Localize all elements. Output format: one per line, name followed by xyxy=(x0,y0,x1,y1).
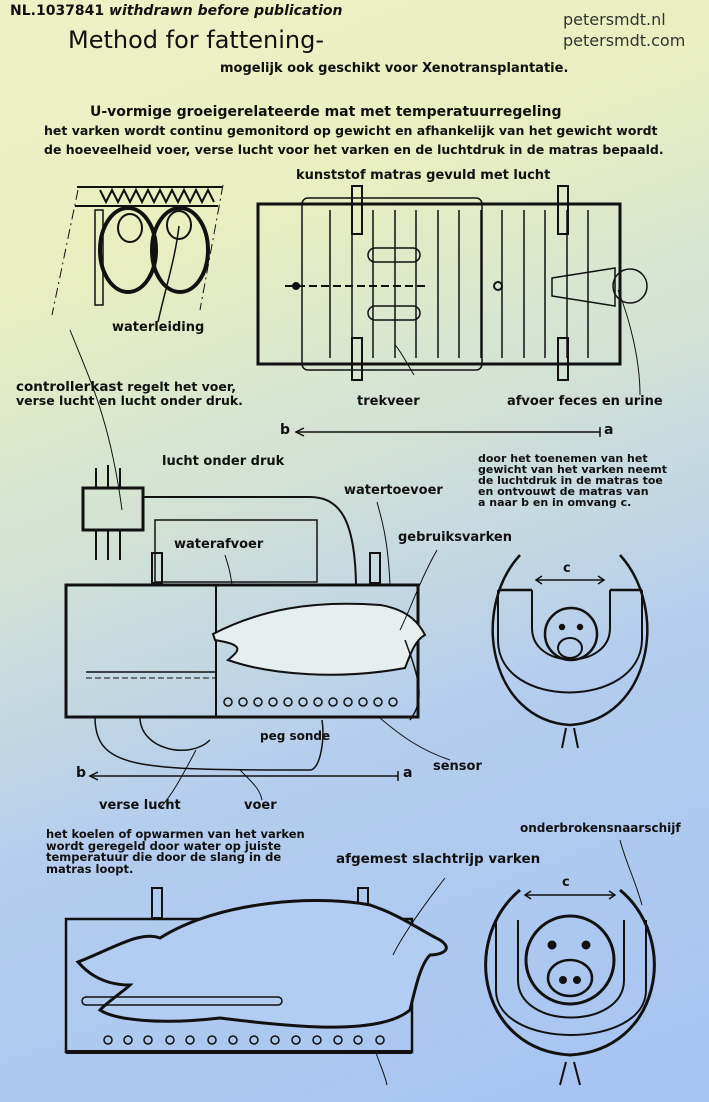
intro-line-1: het varken wordt continu gemonitord op g… xyxy=(44,123,658,138)
label-matras: kunststof matras gevuld met lucht xyxy=(296,168,551,183)
note-growth-line: en ontvouwt de matras van xyxy=(478,485,649,498)
side-view-grown xyxy=(64,877,448,1086)
label-controller-rest: regelt het voer, xyxy=(122,379,236,394)
site-link-com[interactable]: petersmdt.com xyxy=(563,31,686,50)
label-b-middle: b xyxy=(76,765,87,781)
note-growth-line: a naar b en in omvang c. xyxy=(478,496,632,509)
label-trekveer: trekveer xyxy=(357,394,420,409)
cross-section-large xyxy=(484,839,656,1086)
label-sensor: sensor xyxy=(433,759,482,774)
label-c-bottom: c xyxy=(562,875,570,890)
tube-row xyxy=(223,697,398,707)
cross-section-small xyxy=(491,554,649,749)
intro-heading: U-vormige groeigerelateerde mat met temp… xyxy=(90,104,562,120)
patent-status: withdrawn before publication xyxy=(109,3,343,19)
tube-row-grown xyxy=(103,1035,385,1045)
label-a-middle: a xyxy=(403,765,413,781)
note-growth-line: gewicht van het varken neemt xyxy=(478,463,667,476)
note-cooling-line: het koelen of opwarmen van het varken xyxy=(46,827,305,841)
patent-line: NL.1037841 withdrawn before publication xyxy=(10,4,343,19)
note-growth-line: de luchtdruk in de matras toe xyxy=(478,474,663,487)
intro-line-2: de hoeveelheid voer, verse lucht voor he… xyxy=(44,142,664,157)
label-gebruiksvarken: gebruiksvarken xyxy=(398,530,512,545)
label-c-middle: c xyxy=(563,561,571,576)
label-waterafvoer: waterafvoer xyxy=(174,537,264,552)
side-view-drawing xyxy=(64,329,451,809)
label-controller: controllerkast regelt het voer, verse lu… xyxy=(16,380,243,407)
patent-number: NL.1037841 xyxy=(10,3,105,19)
label-verse-lucht: verse lucht xyxy=(99,798,181,813)
note-cooling-line: matras loopt. xyxy=(46,861,134,876)
label-controller-bold: controllerkast xyxy=(16,379,123,395)
dimension-arrow-ab-middle xyxy=(88,771,399,781)
label-controller-line2: verse lucht en lucht onder druk. xyxy=(16,393,243,409)
note-cooling-line: wordt geregeld door water op juiste xyxy=(46,838,282,853)
site-link-nl[interactable]: petersmdt.nl xyxy=(563,10,666,29)
subtitle: mogelijk ook geschikt voor Xenotransplan… xyxy=(220,61,569,76)
note-growth: door het toenemen van het gewicht van he… xyxy=(478,453,667,508)
label-afvoer: afvoer feces en urine xyxy=(507,394,663,409)
dimension-arrow-c-bottom xyxy=(523,890,617,900)
label-afgemest: afgemest slachtrijp varken xyxy=(336,851,541,867)
label-watertoevoer: watertoevoer xyxy=(344,483,443,498)
label-snaarschijf: onderbrokensnaarschijf xyxy=(520,821,681,835)
label-b-top: b xyxy=(280,422,291,438)
mat-top-view xyxy=(256,185,648,396)
label-peg-sonde: peg sonde xyxy=(260,729,331,743)
page-title: Method for fattening- xyxy=(68,26,324,54)
label-a-top: a xyxy=(604,422,614,438)
dimension-arrow-c-middle xyxy=(534,575,606,585)
label-waterleiding: waterleiding xyxy=(112,320,205,335)
mat-detail-drawing xyxy=(51,184,224,323)
note-growth-line: door het toenemen van het xyxy=(478,452,648,465)
note-cooling-line: temperatuur die door de slang in de xyxy=(46,850,282,864)
label-voer: voer xyxy=(244,798,277,813)
mat-chambers xyxy=(329,210,589,358)
label-lucht-onder-druk: lucht onder druk xyxy=(162,454,285,469)
dimension-arrow-ab-top xyxy=(294,427,601,437)
note-cooling: het koelen of opwarmen van het varken wo… xyxy=(46,827,305,876)
